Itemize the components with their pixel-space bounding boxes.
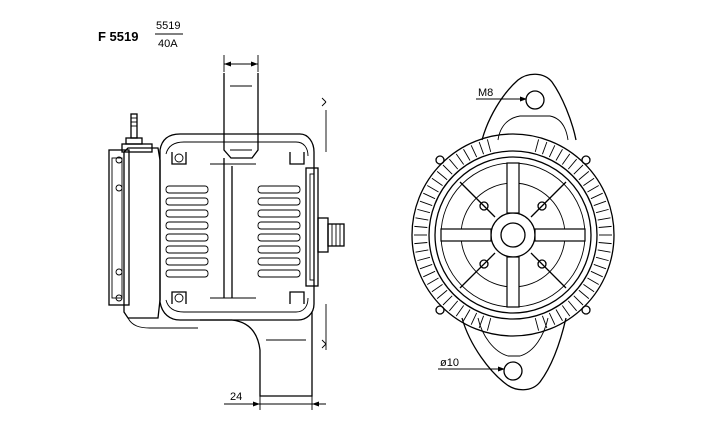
ring-fin <box>555 309 563 321</box>
ring-fin <box>436 171 448 181</box>
terminal-stud <box>121 113 153 153</box>
ring-fin <box>414 242 428 245</box>
inner-ring <box>428 150 598 320</box>
ring-fin <box>548 312 556 325</box>
spokes <box>440 162 586 308</box>
ring-fin <box>598 225 612 228</box>
ring-fin <box>567 158 577 170</box>
rear-housing <box>123 147 161 319</box>
ring-fin <box>567 300 577 312</box>
o10-label: ø10 <box>440 357 459 369</box>
ring-fin <box>463 149 471 161</box>
ring-fin <box>431 177 443 187</box>
top-ear-dimension <box>223 55 259 72</box>
ring-fin <box>583 283 595 293</box>
ring-fin <box>449 158 459 170</box>
shaft-bore <box>500 222 526 248</box>
ring-fin <box>427 277 439 285</box>
rating: 40A <box>158 38 178 50</box>
ring-fin <box>486 139 492 153</box>
ring-fin <box>436 289 448 299</box>
part-code: F 5519 <box>98 29 138 44</box>
ring-fin <box>478 141 485 155</box>
ring-fin <box>442 295 453 306</box>
front-flange <box>305 167 319 287</box>
o10-callout: ø10 <box>438 357 505 372</box>
ring-fin <box>593 200 607 207</box>
ring-fin <box>597 217 611 221</box>
shaft <box>317 217 345 253</box>
ring-fin <box>595 208 609 214</box>
ring-fin <box>442 164 453 175</box>
ring-fin <box>578 171 590 181</box>
ring-fin <box>417 256 431 262</box>
ring-fin <box>423 270 436 278</box>
ring-fin <box>470 145 478 158</box>
ring-fin <box>414 225 428 228</box>
ring-fin <box>573 164 584 175</box>
axis-marks <box>321 97 327 350</box>
ring-fin <box>578 289 590 299</box>
ring-fin <box>561 153 571 165</box>
ring-fin <box>415 217 429 221</box>
ring-fin <box>595 256 609 262</box>
m8-hole <box>525 90 545 110</box>
top-mount-lug <box>481 73 577 141</box>
ref-number: 5519 <box>156 20 180 32</box>
ring-fins <box>414 139 612 331</box>
offset-label: 24 <box>230 391 242 403</box>
ring-fin <box>455 305 465 317</box>
ring-fin <box>590 192 603 200</box>
ring-fin <box>590 270 603 278</box>
bottom-mount-lug <box>461 317 567 391</box>
ring-fin <box>593 263 607 270</box>
ring-fin <box>587 277 599 285</box>
side-view: 24 <box>108 55 345 410</box>
ring-fin <box>573 295 584 306</box>
ring-fin <box>561 305 571 317</box>
ring-fin <box>598 242 612 245</box>
ring-fin <box>555 149 563 161</box>
ring-fin <box>478 315 485 329</box>
ring-fin <box>548 145 556 158</box>
outer-ring <box>411 133 615 337</box>
ring-fin <box>583 177 595 187</box>
ring-fin <box>449 300 459 312</box>
ring-fin <box>470 312 478 325</box>
header: F 5519 5519 40A <box>98 20 183 50</box>
ring-fin <box>534 317 540 331</box>
bottom-mount-ear <box>200 312 313 397</box>
ring-fin <box>419 200 433 207</box>
cooling-fins-right <box>257 185 301 278</box>
ring-fin <box>431 283 443 293</box>
ring-fin <box>486 317 492 331</box>
offset-dimension: 24 <box>224 391 326 410</box>
ring-fin <box>463 309 471 321</box>
cooling-fins-left <box>165 185 209 278</box>
ring-fin <box>597 249 611 253</box>
ring-fin <box>541 141 548 155</box>
o10-hole <box>503 361 523 381</box>
ring-fin <box>455 153 465 165</box>
hub <box>490 212 536 258</box>
ring-fin <box>417 208 431 214</box>
top-mount-ear <box>223 73 259 159</box>
ring-fin <box>419 263 433 270</box>
rear-cover <box>108 149 130 306</box>
m8-callout: M8 <box>476 87 527 102</box>
ring-fin <box>415 249 429 253</box>
ring-fin <box>534 139 540 153</box>
ring-fin <box>587 185 599 193</box>
main-housing <box>159 133 315 321</box>
front-view: M8 ø10 <box>411 73 615 391</box>
ring-fin <box>427 185 439 193</box>
m8-label: M8 <box>478 87 493 99</box>
ring-fin <box>423 192 436 200</box>
ring-fin <box>541 315 548 329</box>
